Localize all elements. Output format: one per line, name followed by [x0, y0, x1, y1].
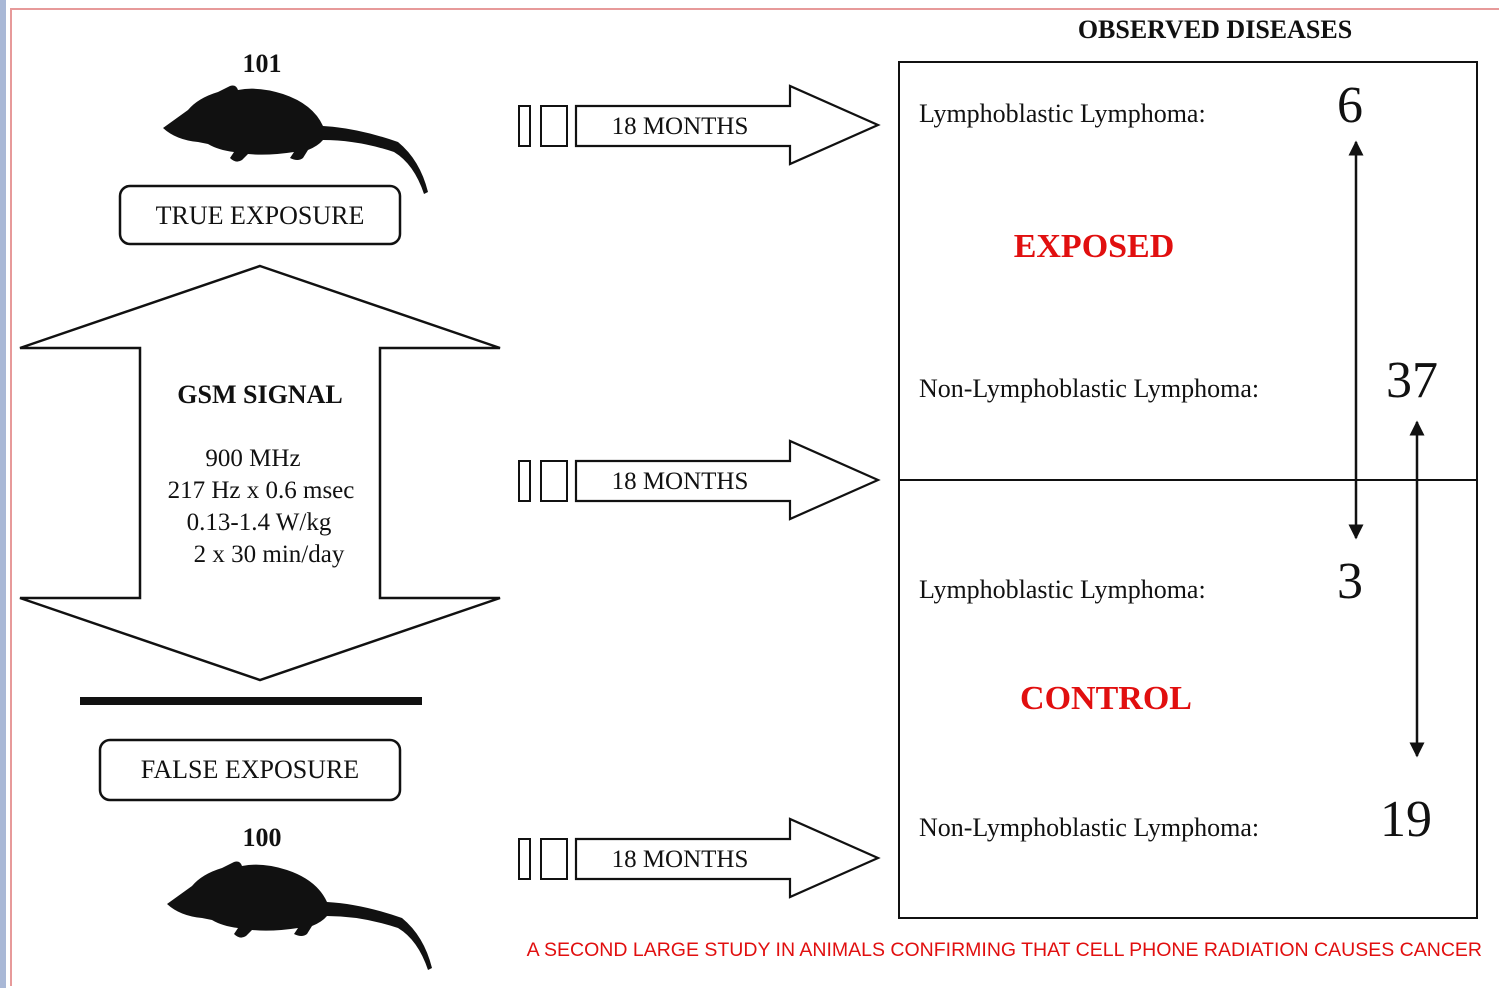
caption: A SECOND LARGE STUDY IN ANIMALS CONFIRMI… [527, 939, 1482, 961]
divider-bar [80, 697, 422, 705]
gsm-signal-title: GSM SIGNAL [177, 380, 342, 409]
duration-label: 18 MONTHS [612, 468, 749, 495]
observed-diseases-title: OBSERVED DISEASES [1078, 15, 1352, 44]
gsm-pulse: 217 Hz x 0.6 msec [168, 477, 355, 504]
rat-icon [167, 861, 432, 970]
false-exposure-box [98, 738, 402, 802]
control-row-nonlymphoblastic-label: Non-Lymphoblastic Lymphoma: [919, 813, 1259, 842]
exposed-row-lymphoblastic-label: Lymphoblastic Lymphoma: [919, 99, 1206, 128]
window-edge [0, 0, 6, 988]
true-exposure-box [118, 184, 402, 246]
rat-icon [163, 85, 428, 194]
false-exposure-label: FALSE EXPOSURE [141, 755, 359, 784]
gsm-double-arrow [19, 264, 501, 682]
duration-arrow-middle: 18 MONTHS [518, 439, 881, 521]
control-row-lymphoblastic-label: Lymphoblastic Lymphoma: [919, 575, 1206, 604]
results-box [898, 61, 1478, 919]
exposed-row-nonlymphoblastic-label: Non-Lymphoblastic Lymphoma: [919, 374, 1259, 403]
gsm-frequency: 900 MHz [205, 445, 300, 472]
control-count: 100 [243, 823, 282, 852]
duration-arrow-bottom: 18 MONTHS [518, 817, 881, 899]
exposed-group-label: EXPOSED [1014, 228, 1175, 265]
gsm-schedule: 2 x 30 min/day [194, 541, 345, 568]
duration-label: 18 MONTHS [612, 846, 749, 873]
exposed-count: 101 [243, 49, 282, 78]
true-exposure-label: TRUE EXPOSURE [156, 201, 365, 230]
duration-arrow-top: 18 MONTHS [518, 84, 881, 166]
exposed-row-lymphoblastic-value: 6 [1337, 77, 1363, 134]
duration-label: 18 MONTHS [612, 113, 749, 140]
control-row-lymphoblastic-value: 3 [1337, 553, 1363, 610]
gsm-sar: 0.13-1.4 W/kg [187, 509, 332, 536]
control-group-label: CONTROL [1020, 680, 1192, 717]
control-row-nonlymphoblastic-value: 19 [1380, 791, 1432, 848]
exposed-row-nonlymphoblastic-value: 37 [1386, 352, 1438, 409]
page-frame [10, 8, 1499, 986]
